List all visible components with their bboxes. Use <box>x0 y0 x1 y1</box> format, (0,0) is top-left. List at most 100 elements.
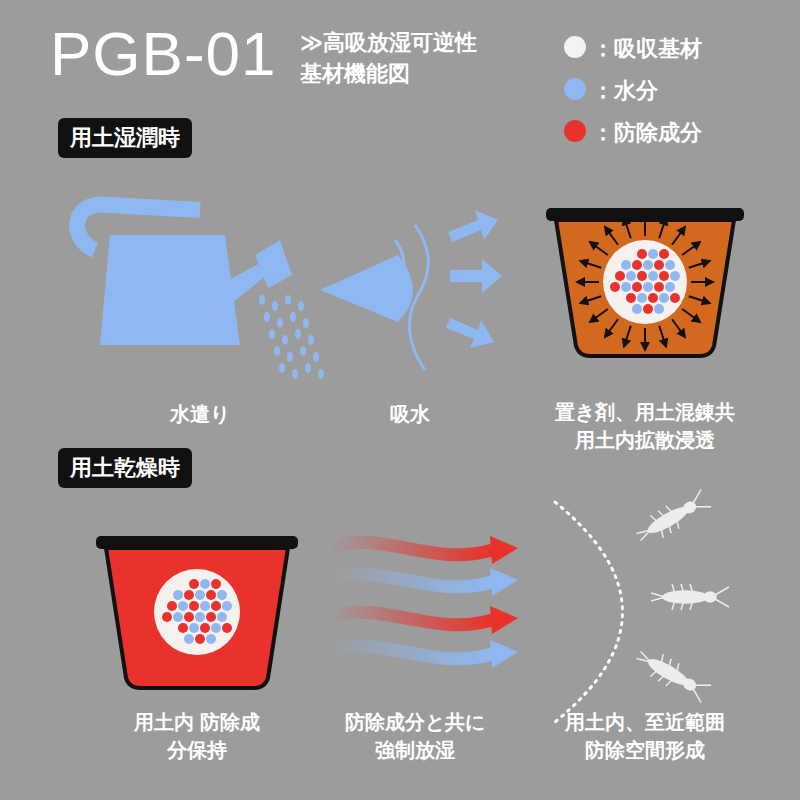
insect-part <box>666 675 676 688</box>
insect-part <box>637 655 651 665</box>
particle <box>184 612 194 622</box>
caption: 防除成分と共に 強制放湿 <box>341 708 489 764</box>
diffuse-ray <box>672 227 685 245</box>
section-tag: 用土湿潤時 <box>58 118 192 158</box>
particle <box>184 590 194 600</box>
drop <box>285 295 291 305</box>
insect-part <box>682 500 697 515</box>
particle <box>195 634 205 644</box>
subtitle: ≫高吸放湿可逆性 基材機能図 <box>300 28 485 90</box>
particle <box>626 271 636 281</box>
diffuse-ray <box>689 261 710 268</box>
particle <box>173 590 183 600</box>
diffuse-ray <box>624 217 631 238</box>
drop <box>300 346 306 356</box>
water-drops <box>259 295 324 379</box>
particle <box>665 260 675 270</box>
pot-wet <box>546 208 744 356</box>
drop <box>308 335 314 345</box>
particle <box>206 612 216 622</box>
particle <box>206 634 216 644</box>
insect-part <box>657 654 667 667</box>
particle <box>621 282 631 292</box>
particle <box>217 590 227 600</box>
insect-part <box>672 663 682 676</box>
particle <box>648 249 658 259</box>
legend-text: ：防除成分 <box>592 118 702 148</box>
diffuse-ray <box>605 319 618 337</box>
particle <box>178 601 188 611</box>
drop <box>279 363 285 373</box>
diffuse-ray <box>682 309 700 322</box>
legend-text: ：水分 <box>592 76 658 106</box>
insect-part <box>651 593 665 597</box>
insect-part <box>672 597 676 610</box>
particle <box>643 260 653 270</box>
drop <box>292 369 298 379</box>
particle <box>184 634 194 644</box>
insect <box>651 584 729 610</box>
particle <box>222 623 232 633</box>
drop <box>264 312 270 322</box>
pot-dry <box>96 536 298 688</box>
particle <box>670 271 680 281</box>
insect <box>632 487 713 549</box>
particle <box>200 601 210 611</box>
legend-text: ：吸収基材 <box>592 34 702 64</box>
insect-part <box>665 659 675 672</box>
drop <box>259 295 265 305</box>
particle <box>643 304 653 314</box>
drop <box>282 335 288 345</box>
insect-part <box>682 677 697 692</box>
particle <box>621 260 631 270</box>
particle <box>162 612 172 622</box>
particle <box>189 579 199 589</box>
release-arrows <box>330 536 518 668</box>
watering-can <box>77 205 292 345</box>
drop <box>277 318 283 328</box>
particle <box>654 260 664 270</box>
diffuse-ray <box>691 281 713 283</box>
diffuse-ray <box>659 217 666 238</box>
legend-swatch <box>564 36 586 58</box>
caption: 吸水 <box>380 400 440 428</box>
particle <box>637 271 647 281</box>
insect-part <box>658 670 668 683</box>
particle <box>632 260 642 270</box>
particle <box>659 271 669 281</box>
insect-part <box>650 513 660 526</box>
diffuse-ray <box>689 296 710 303</box>
particle <box>206 590 216 600</box>
section-label: 用土乾燥時 <box>70 455 180 480</box>
insect-part <box>650 666 660 679</box>
diffuse-ray <box>577 281 599 283</box>
particle <box>632 282 642 292</box>
drop <box>313 352 319 362</box>
absorb-symbol <box>320 210 502 370</box>
insects <box>632 487 729 706</box>
insect-part <box>695 678 711 692</box>
particle <box>654 282 664 292</box>
insect-part <box>689 689 705 703</box>
diffuse-ray <box>624 326 631 347</box>
particle <box>637 249 647 259</box>
diffuse-ray <box>605 227 618 245</box>
particle <box>654 304 664 314</box>
particle <box>632 304 642 314</box>
caption: 用土内、至近範囲 防除空間形成 <box>561 708 729 764</box>
insect-part <box>695 500 711 514</box>
diffuse-ray <box>644 328 646 350</box>
legend-swatch <box>564 78 586 100</box>
section-label: 用土湿潤時 <box>70 125 180 150</box>
particle <box>211 623 221 633</box>
particle <box>665 282 675 292</box>
section-tag: 用土乾燥時 <box>58 448 192 488</box>
insect-part <box>658 509 668 522</box>
particle <box>648 293 658 303</box>
particle <box>195 590 205 600</box>
legend-swatch <box>564 120 586 142</box>
diffuse-ray <box>659 326 666 347</box>
insect-part <box>657 525 667 538</box>
particle <box>643 282 653 292</box>
insect-part <box>715 599 729 607</box>
